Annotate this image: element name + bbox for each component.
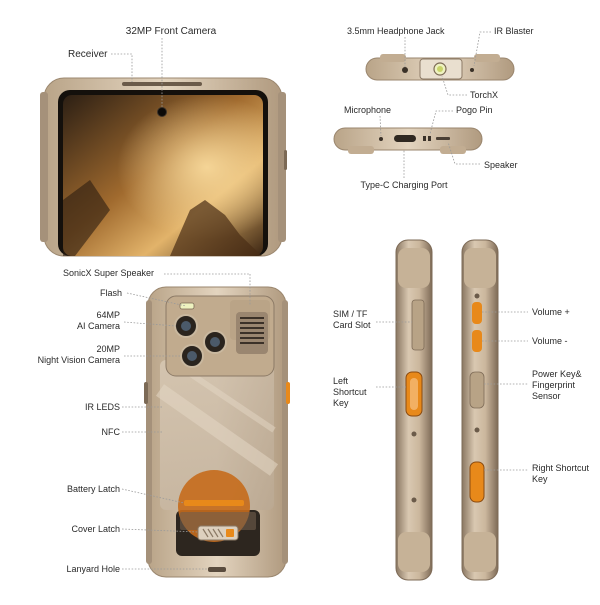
back-view [144,286,290,578]
label-type-c: Type-C Charging Port [360,180,448,190]
label-volume-up: Volume + [532,307,570,317]
front-view [40,77,287,257]
label-left-shortcut: Left Shortcut Key [333,376,367,408]
label-sim-slot: SIM / TF Card Slot [333,309,371,330]
label-right-shortcut: Right Shortcut Key [532,463,590,484]
label-nfc: NFC [101,427,121,437]
label-speaker: Speaker [484,160,518,170]
label-ir-blaster: IR Blaster [494,26,534,36]
right-side-view [461,239,499,581]
label-torchx: TorchX [470,90,499,100]
label-volume-down: Volume - [532,336,568,346]
label-power-key: Power Key& Fingerprint Sensor [532,369,582,401]
label-flash: Flash [99,288,122,298]
bottom-edge-view [333,127,483,154]
label-headphone-jack: 3.5mm Headphone Jack [347,26,445,36]
label-ir-leds: IR LEDS [84,402,120,412]
label-ai-camera: 64MP AI Camera [76,310,120,331]
top-edge-view [365,54,515,81]
label-lanyard-hole: Lanyard Hole [66,564,120,574]
label-microphone: Microphone [344,105,392,115]
label-front-camera: 32MP Front Camera [125,26,217,37]
leader-lines [111,31,528,570]
left-side-view [395,239,433,581]
label-pogo-pin: Pogo Pin [456,105,493,115]
label-sonicx: SonicX Super Speaker [62,268,154,278]
label-cover-latch: Cover Latch [71,524,120,534]
label-battery-latch: Battery Latch [66,484,120,494]
label-receiver: Receiver [68,49,108,60]
label-night-vision: 20MP Night Vision Camera [37,344,120,365]
